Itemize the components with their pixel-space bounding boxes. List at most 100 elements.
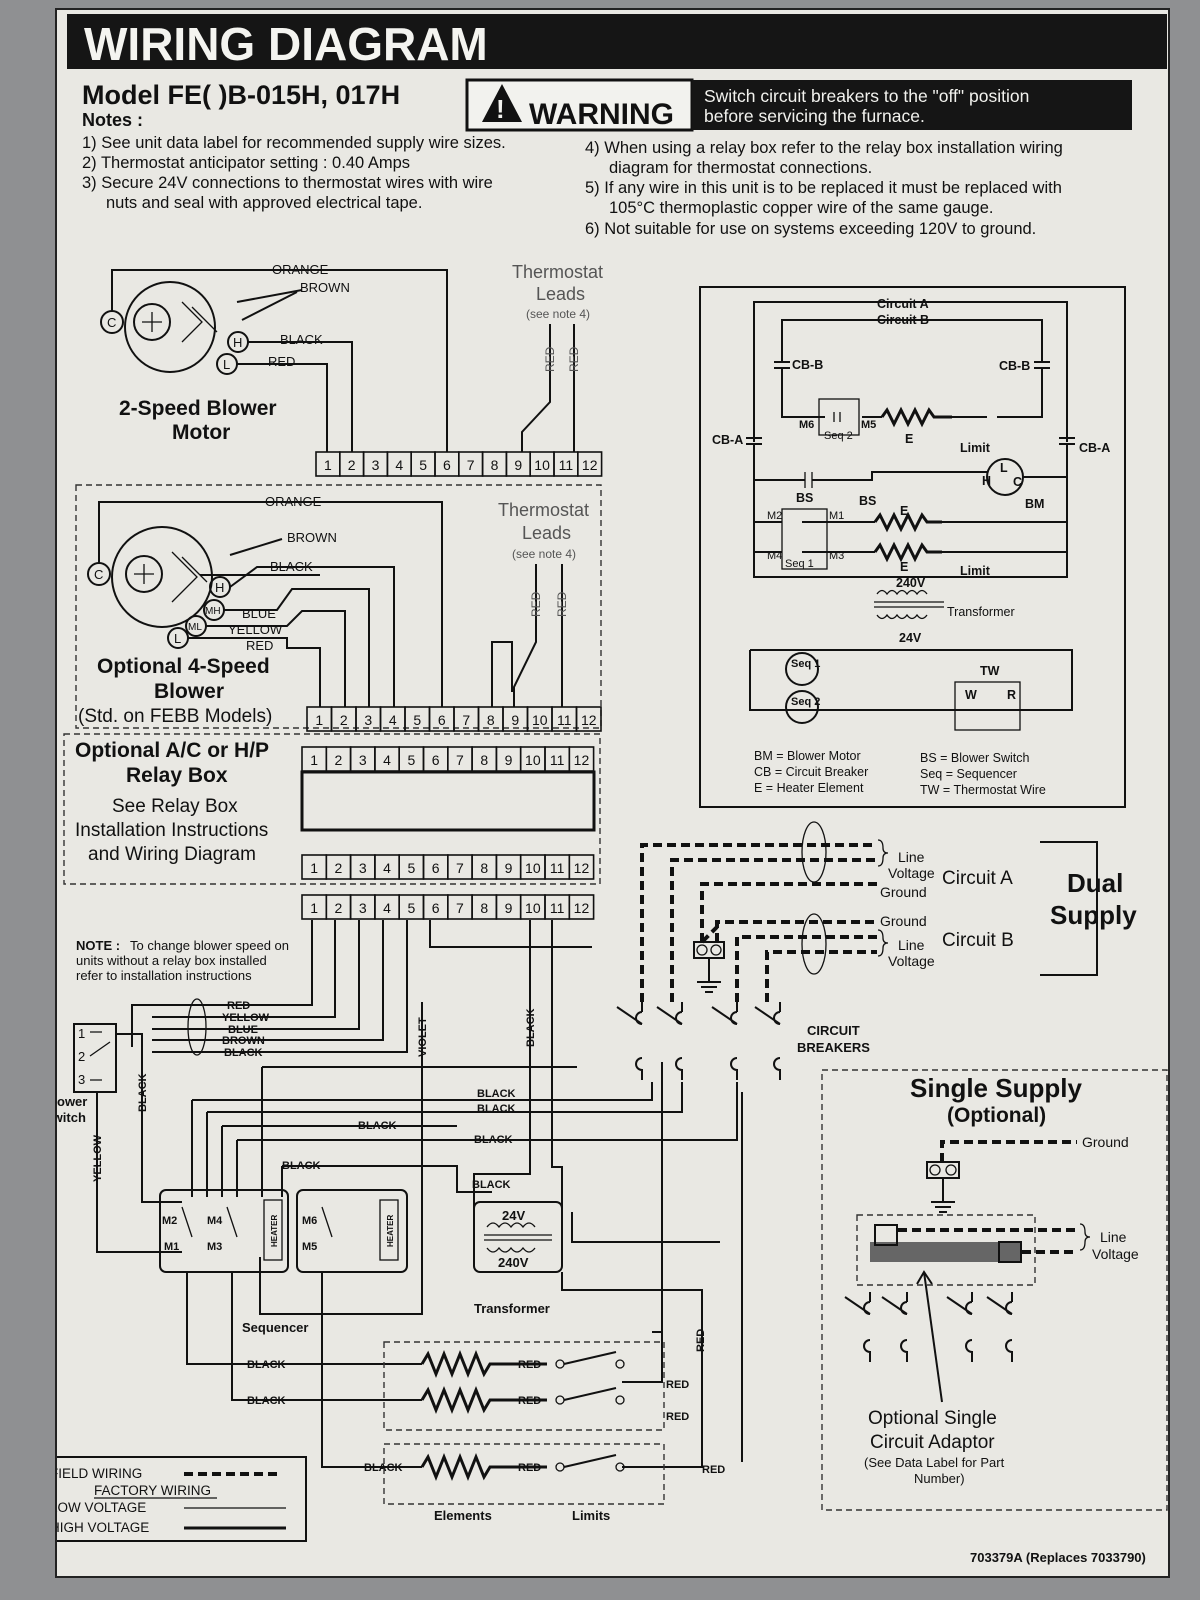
svg-text:M4: M4 <box>207 1215 223 1227</box>
terminal-number: 9 <box>514 457 522 473</box>
terminal-number: 1 <box>324 457 332 473</box>
terminal-number: 12 <box>574 900 590 916</box>
two-speed-motor: C H L ORANGE BROWN BLACK RED 2-Speed Blo… <box>100 262 448 452</box>
wiring-label-sheet: WIRING DIAGRAM Model FE( )B-015H, 017H N… <box>44 8 1170 1578</box>
terminal-number: 3 <box>372 457 380 473</box>
warning-triangle-icon <box>482 84 522 122</box>
svg-text:C: C <box>107 315 116 330</box>
terminal-number: 5 <box>419 457 427 473</box>
svg-text:2: 2 <box>78 1049 85 1064</box>
terminal-number: 8 <box>487 712 495 728</box>
circuit-breaker <box>754 1002 781 1080</box>
terminal-number: 2 <box>348 457 356 473</box>
svg-text:BLACK: BLACK <box>282 1160 321 1172</box>
warning-exclamation-icon: ! <box>496 94 505 124</box>
svg-text:3: 3 <box>78 1072 85 1087</box>
terminal-number: 3 <box>359 860 367 876</box>
terminal-number: 9 <box>505 752 513 768</box>
terminal-number: 7 <box>456 752 464 768</box>
svg-text:YELLOW: YELLOW <box>228 622 283 637</box>
svg-text:RED: RED <box>543 346 557 372</box>
svg-text:M2: M2 <box>162 1215 177 1227</box>
svg-text:RED: RED <box>695 1329 707 1352</box>
dual-supply-subtitle: Supply <box>1050 900 1137 930</box>
circuit-breaker <box>711 1002 738 1080</box>
svg-text:RED: RED <box>246 638 273 653</box>
terminal-number: 6 <box>432 860 440 876</box>
svg-text:E: E <box>900 504 908 518</box>
svg-text:ML: ML <box>188 622 202 633</box>
svg-text:M3: M3 <box>829 550 844 562</box>
terminal-number: 4 <box>383 900 391 916</box>
terminal-cell <box>575 706 602 732</box>
note-4: 4) When using a relay box refer to the r… <box>585 139 1063 157</box>
svg-text:M5: M5 <box>861 419 876 431</box>
svg-text:Transformer: Transformer <box>947 605 1015 619</box>
four-speed-models-note: (Std. on FEBB Models) <box>78 706 272 727</box>
terminal-number: 1 <box>310 860 318 876</box>
svg-text:CB-B: CB-B <box>999 359 1030 373</box>
svg-text:BROWN: BROWN <box>300 280 350 295</box>
svg-text:RED: RED <box>666 1379 689 1391</box>
svg-text:ORANGE: ORANGE <box>265 494 322 509</box>
terminal-cell <box>568 854 595 880</box>
svg-text:Seq 2: Seq 2 <box>791 696 820 708</box>
dual-supply-title: Dual <box>1067 868 1123 898</box>
terminal-number: 10 <box>534 457 550 473</box>
terminal-number: 3 <box>359 752 367 768</box>
four-speed-box <box>75 484 602 729</box>
terminal-number: 6 <box>443 457 451 473</box>
svg-text:Line: Line <box>1100 1229 1127 1245</box>
circuit-breakers-label: CIRCUIT <box>807 1023 860 1038</box>
dual-supply: Line Voltage Ground Ground Line Voltage … <box>616 821 1137 1080</box>
svg-text:CB = Circuit Breaker: CB = Circuit Breaker <box>754 765 868 779</box>
svg-text:Seq = Sequencer: Seq = Sequencer <box>920 767 1017 781</box>
circuit-breaker <box>986 1292 1013 1362</box>
svg-text:RED: RED <box>518 1395 541 1407</box>
svg-text:Thermostat: Thermostat <box>498 500 589 520</box>
svg-text:RED: RED <box>666 1411 689 1423</box>
terminal-number: 6 <box>432 900 440 916</box>
svg-text:Ground: Ground <box>880 884 927 900</box>
svg-text:BROWN: BROWN <box>287 530 337 545</box>
svg-text:VIOLET: VIOLET <box>417 1017 429 1057</box>
svg-text:RED: RED <box>227 1000 250 1012</box>
warning-line-2: before servicing the furnace. <box>704 106 925 126</box>
svg-text:M1: M1 <box>829 510 844 522</box>
svg-text:BLACK: BLACK <box>364 1462 403 1474</box>
circuit-breaker <box>656 1002 683 1080</box>
terminal-number: 5 <box>407 860 415 876</box>
thermostat-leads-top: Thermostat Leads (see note 4) RED RED <box>512 262 603 452</box>
note-3-cont: nuts and seal with approved electrical t… <box>106 194 422 212</box>
single-supply-title: Single Supply <box>910 1073 1082 1103</box>
lower-wiring: RED YELLOW BLUE BROWN BLACK VIOLET BLACK… <box>44 920 743 1523</box>
svg-text:RED: RED <box>518 1462 541 1474</box>
svg-text:MH: MH <box>205 606 221 617</box>
terminal-number: 4 <box>383 752 391 768</box>
svg-text:Voltage: Voltage <box>888 865 935 881</box>
note-6: 6) Not suitable for use on systems excee… <box>585 220 1036 238</box>
svg-text:BLACK: BLACK <box>472 1179 511 1191</box>
svg-text:YELLOW: YELLOW <box>92 1134 104 1182</box>
terminal-number: 7 <box>467 457 475 473</box>
terminal-number: 3 <box>359 900 367 916</box>
svg-text:CB-A: CB-A <box>712 433 743 447</box>
relay-box-body <box>300 770 596 832</box>
svg-text:BLACK: BLACK <box>477 1088 516 1100</box>
svg-text:M3: M3 <box>207 1241 222 1253</box>
svg-text:R: R <box>1007 688 1016 702</box>
svg-text:Voltage: Voltage <box>888 953 935 969</box>
notes-label: Notes : <box>82 110 143 130</box>
svg-text:BLACK: BLACK <box>358 1120 397 1132</box>
svg-text:C: C <box>94 567 103 582</box>
single-supply: Single Supply (Optional) Ground Line Vol… <box>821 1069 1168 1511</box>
svg-text:FACTORY WIRING: FACTORY WIRING <box>94 1483 211 1498</box>
svg-text:CB-A: CB-A <box>1079 441 1110 455</box>
svg-text:M4: M4 <box>767 550 782 562</box>
four-speed-subtitle: Blower <box>154 680 224 703</box>
svg-text:Thermostat: Thermostat <box>512 262 603 282</box>
terminal-number: 6 <box>438 712 446 728</box>
